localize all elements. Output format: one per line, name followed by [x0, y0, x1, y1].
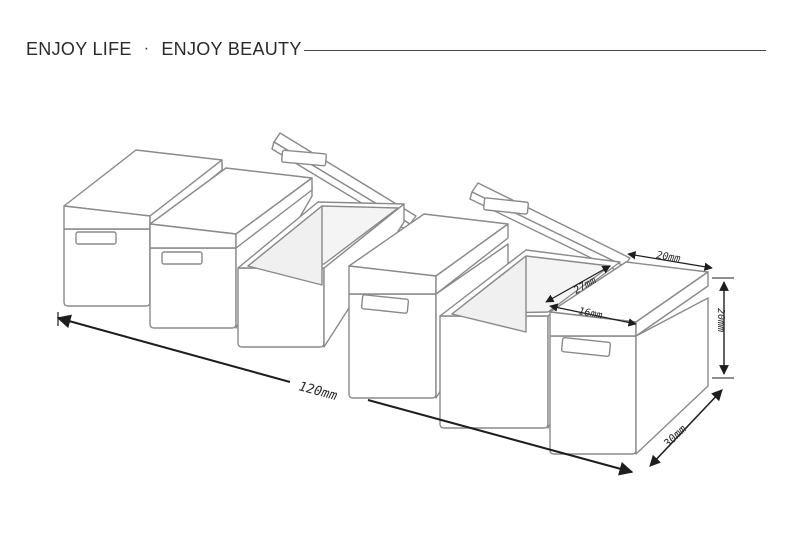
- dimension-height: 20mm: [712, 277, 734, 379]
- page-header: ENJOY LIFE · ENJOY BEAUTY: [26, 36, 766, 62]
- length-label: 120mm: [297, 379, 339, 404]
- dimension-lid-width: 20mm: [627, 250, 713, 271]
- header-left-text: ENJOY LIFE: [26, 38, 132, 59]
- length-arrow-right: [367, 399, 634, 476]
- depth-arrow: [649, 389, 723, 467]
- compartment-3-open: [237, 132, 417, 348]
- header-separator: ·: [143, 40, 150, 57]
- dimension-compartment-width: 16mm: [549, 303, 637, 327]
- height-label: 20mm: [715, 308, 726, 332]
- lid-width-arrow: [627, 251, 713, 271]
- header-tagline: ENJOY LIFE · ENJOY BEAUTY: [26, 39, 302, 60]
- diagonal-arrow: [545, 265, 611, 303]
- compartment-width-arrow: [549, 303, 637, 327]
- header-rule: [303, 49, 766, 51]
- length-arrow-left: [56, 314, 291, 383]
- header-right-text: ENJOY BEAUTY: [161, 38, 302, 59]
- compartment-width-label: 16mm: [577, 306, 603, 321]
- lid-width-label: 20mm: [656, 250, 682, 265]
